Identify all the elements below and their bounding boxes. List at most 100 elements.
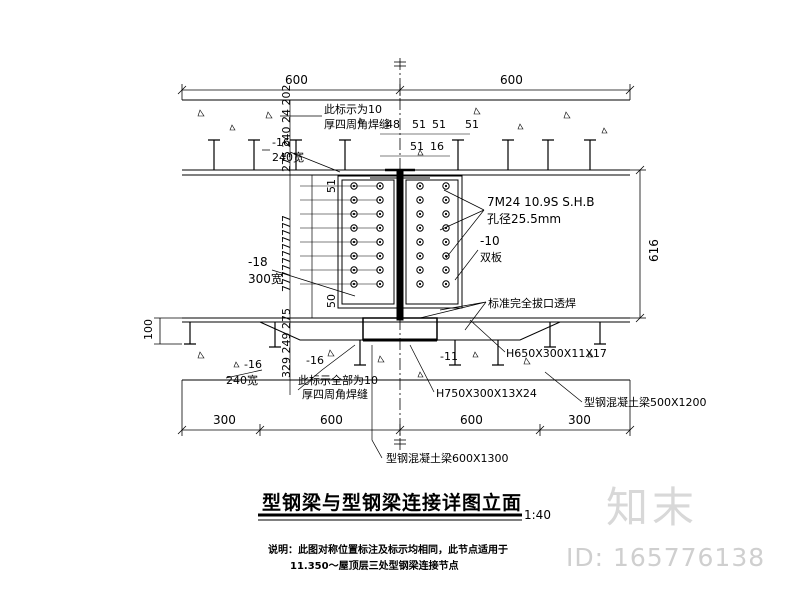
bolt-center [418,212,422,216]
plate16-top: -16 [272,136,290,149]
bolt [416,196,424,204]
drawing-scale: 1:40 [524,508,551,522]
bolt [442,266,450,274]
plate10: -10 [480,234,500,248]
bolt-center [444,268,448,272]
dim-v-51: 51 [325,179,338,193]
dim-v-50: 50 [325,294,338,308]
bolt [416,210,424,218]
bolt-center [378,282,382,286]
watermark-logo: 知末 [606,483,699,532]
shear-studs-top [208,139,596,170]
bolt-center [444,254,448,258]
bolt-center [378,184,382,188]
beam-h650: H650X300X11X17 [506,347,607,360]
leader-lines [225,115,583,459]
bolt-center [378,240,382,244]
bolt [442,196,450,204]
top-dimension [177,84,635,100]
bolt-center [418,226,422,230]
dim-51d: 51 [410,140,424,153]
bolt-center [418,240,422,244]
bolt [416,224,424,232]
dim-bottom-2: 600 [320,413,343,427]
dim-left-stack-bot: 329 249 275 [280,308,293,378]
dim-bottom-3: 600 [460,413,483,427]
bolt-center [378,212,382,216]
left-stack-dimension [289,100,313,395]
bolt-center [378,226,382,230]
drawing-title: 型钢梁与型钢梁连接详图立面 [262,492,523,514]
dim-51b: 51 [432,118,446,131]
bottom-dimension [177,380,635,436]
bolt [442,238,450,246]
bolt-center [378,254,382,258]
plate16-bot-width: 240宽 [226,373,258,387]
title-underline [258,513,522,521]
bolt-center [418,184,422,188]
bolt [442,210,450,218]
dim-top-right: 600 [500,73,523,87]
plate18-width: 300宽 [248,271,283,286]
bolt [442,280,450,288]
right-dimension [630,165,646,323]
center-lines [394,58,406,450]
plate10-note: 双板 [480,250,502,264]
bolt [416,238,424,246]
plate18: -18 [248,255,268,269]
bolt-center [444,184,448,188]
watermark-id: ID: 165776138 [566,543,766,572]
dim-top-left: 600 [285,73,308,87]
bolt [416,252,424,260]
bolt [442,224,450,232]
dim-left-100: 100 [142,319,155,340]
beam-500: 型钢混凝土梁500X1200 [584,395,707,409]
weld-bot-line2: 厚四周角焊缝 [302,387,368,401]
plate16-bot-a: -16 [244,358,262,371]
dim-left-stack-mid: 77777777777 [280,215,293,292]
bolt-center [418,268,422,272]
bolt-center [444,282,448,286]
bolt-center [418,282,422,286]
bolt-center [418,198,422,202]
dim-left-stack-top: 275 240 24 202 [280,85,293,172]
beam-h750: H750X300X13X24 [436,387,537,400]
bolt [416,266,424,274]
bolts-spec: 7M24 10.9S S.H.B [487,195,595,209]
weld-top-line2: 厚四周角焊缝 [324,117,390,131]
bolt-group [350,182,450,288]
top-small-dim-line [380,133,470,157]
plate16-bot-b: -16 [306,354,324,367]
bolt [442,252,450,260]
bolt-center [444,240,448,244]
left-dimension-100 [154,317,182,345]
concrete-hatch [197,107,608,378]
dim-bottom-4: 300 [568,413,591,427]
dim-51a: 51 [412,118,426,131]
bolts-hole: 孔径25.5mm [487,212,561,226]
weld-top-line1: 此标示为10 [324,102,382,116]
dim-right-616: 616 [647,239,661,262]
concrete-beam-top [182,99,630,176]
bolt [416,182,424,190]
bolt-center [444,198,448,202]
plate16-top-width: 240宽 [272,150,304,164]
plate11: -11 [440,350,458,363]
bolt-center [418,254,422,258]
dim-51c: 51 [465,118,479,131]
dim-48: 48 [386,118,400,131]
bolt-center [378,268,382,272]
shear-studs-bottom [184,322,606,366]
bolt [442,182,450,190]
weld-bot-line1: 此标示全部为10 [298,373,378,387]
bolt [416,280,424,288]
dim-bottom-1: 300 [213,413,236,427]
note-line-2: 11.350～屋顶层三处型钢梁连接节点 [290,561,459,572]
dim-16: 16 [430,140,444,153]
note-line-1: 说明：此图对称位置标注及标示均相同，此节点适用于 [268,545,508,556]
bolt-pitch-leaders [300,185,378,285]
beam-600: 型钢混凝土梁600X1300 [386,451,509,465]
full-pen-weld: 标准完全拔口透焊 [488,296,576,310]
bolt-center [378,198,382,202]
